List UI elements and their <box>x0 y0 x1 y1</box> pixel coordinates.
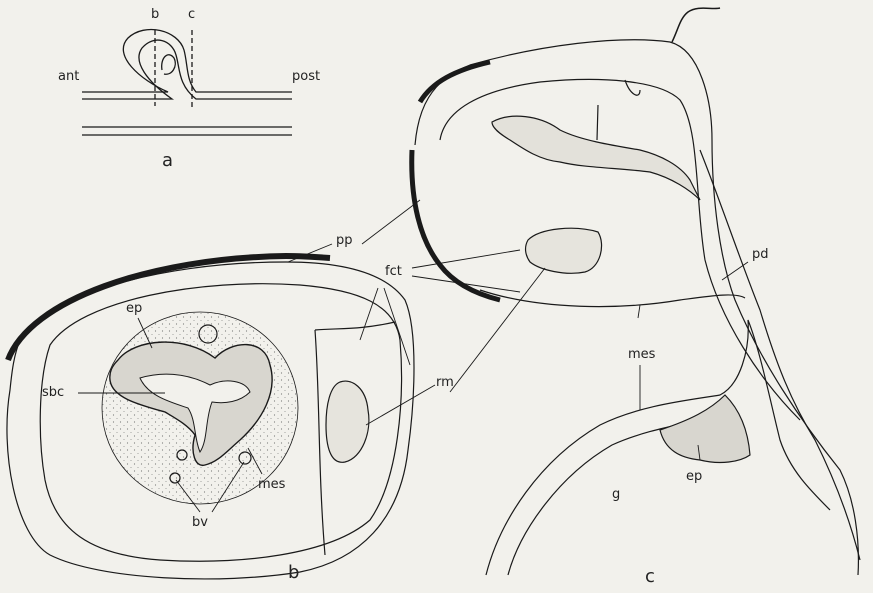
label-mes-c: mes <box>628 348 655 361</box>
panel-b-cross-section <box>7 256 414 579</box>
label-rm: rm <box>436 376 454 389</box>
panel-c-epithelium-band <box>660 395 750 462</box>
panel-a-fold-core <box>162 55 176 74</box>
panel-a-letter: a <box>162 152 173 170</box>
panel-c-outer-wall <box>415 40 858 575</box>
leader-fct-3 <box>360 288 378 340</box>
label-section-c: c <box>188 8 195 21</box>
panel-c-lumen-tube <box>492 116 700 200</box>
panel-c-inner-wall <box>440 79 800 420</box>
label-bv: bv <box>192 516 208 529</box>
label-fct: fct <box>385 265 402 278</box>
label-g: g <box>612 488 620 501</box>
leader-fct-1 <box>412 250 520 268</box>
label-pp: pp <box>336 234 353 247</box>
panel-c-cavity-line <box>597 80 640 140</box>
label-mes-b: mes <box>258 478 285 491</box>
panel-c-retractor-muscle <box>526 228 602 273</box>
leader-fct-4 <box>384 288 410 365</box>
leader-rm-b <box>366 385 435 425</box>
panel-c-apex <box>672 8 720 42</box>
panel-b-retractor-muscle <box>326 381 369 462</box>
panel-c-section <box>412 8 860 575</box>
panel-c-mesentery <box>480 290 745 307</box>
panel-c-thick-top <box>420 62 490 102</box>
panel-c-duct-wall <box>700 150 860 560</box>
label-ep-b: ep <box>126 302 142 315</box>
panel-a-schematic <box>82 29 292 135</box>
leader-pp-c <box>362 200 420 244</box>
leader-mes-c <box>638 305 640 318</box>
label-ant: ant <box>58 70 79 83</box>
panel-c-gut-outer <box>486 320 830 575</box>
label-section-b: b <box>151 8 159 21</box>
label-sbc: sbc <box>42 386 64 399</box>
label-ep-c: ep <box>686 470 702 483</box>
panel-a-fold-outer <box>82 29 292 92</box>
panel-b-letter: b <box>288 564 299 582</box>
panel-c-letter: c <box>645 568 655 586</box>
label-pd: pd <box>752 248 769 261</box>
label-post: post <box>292 70 320 83</box>
